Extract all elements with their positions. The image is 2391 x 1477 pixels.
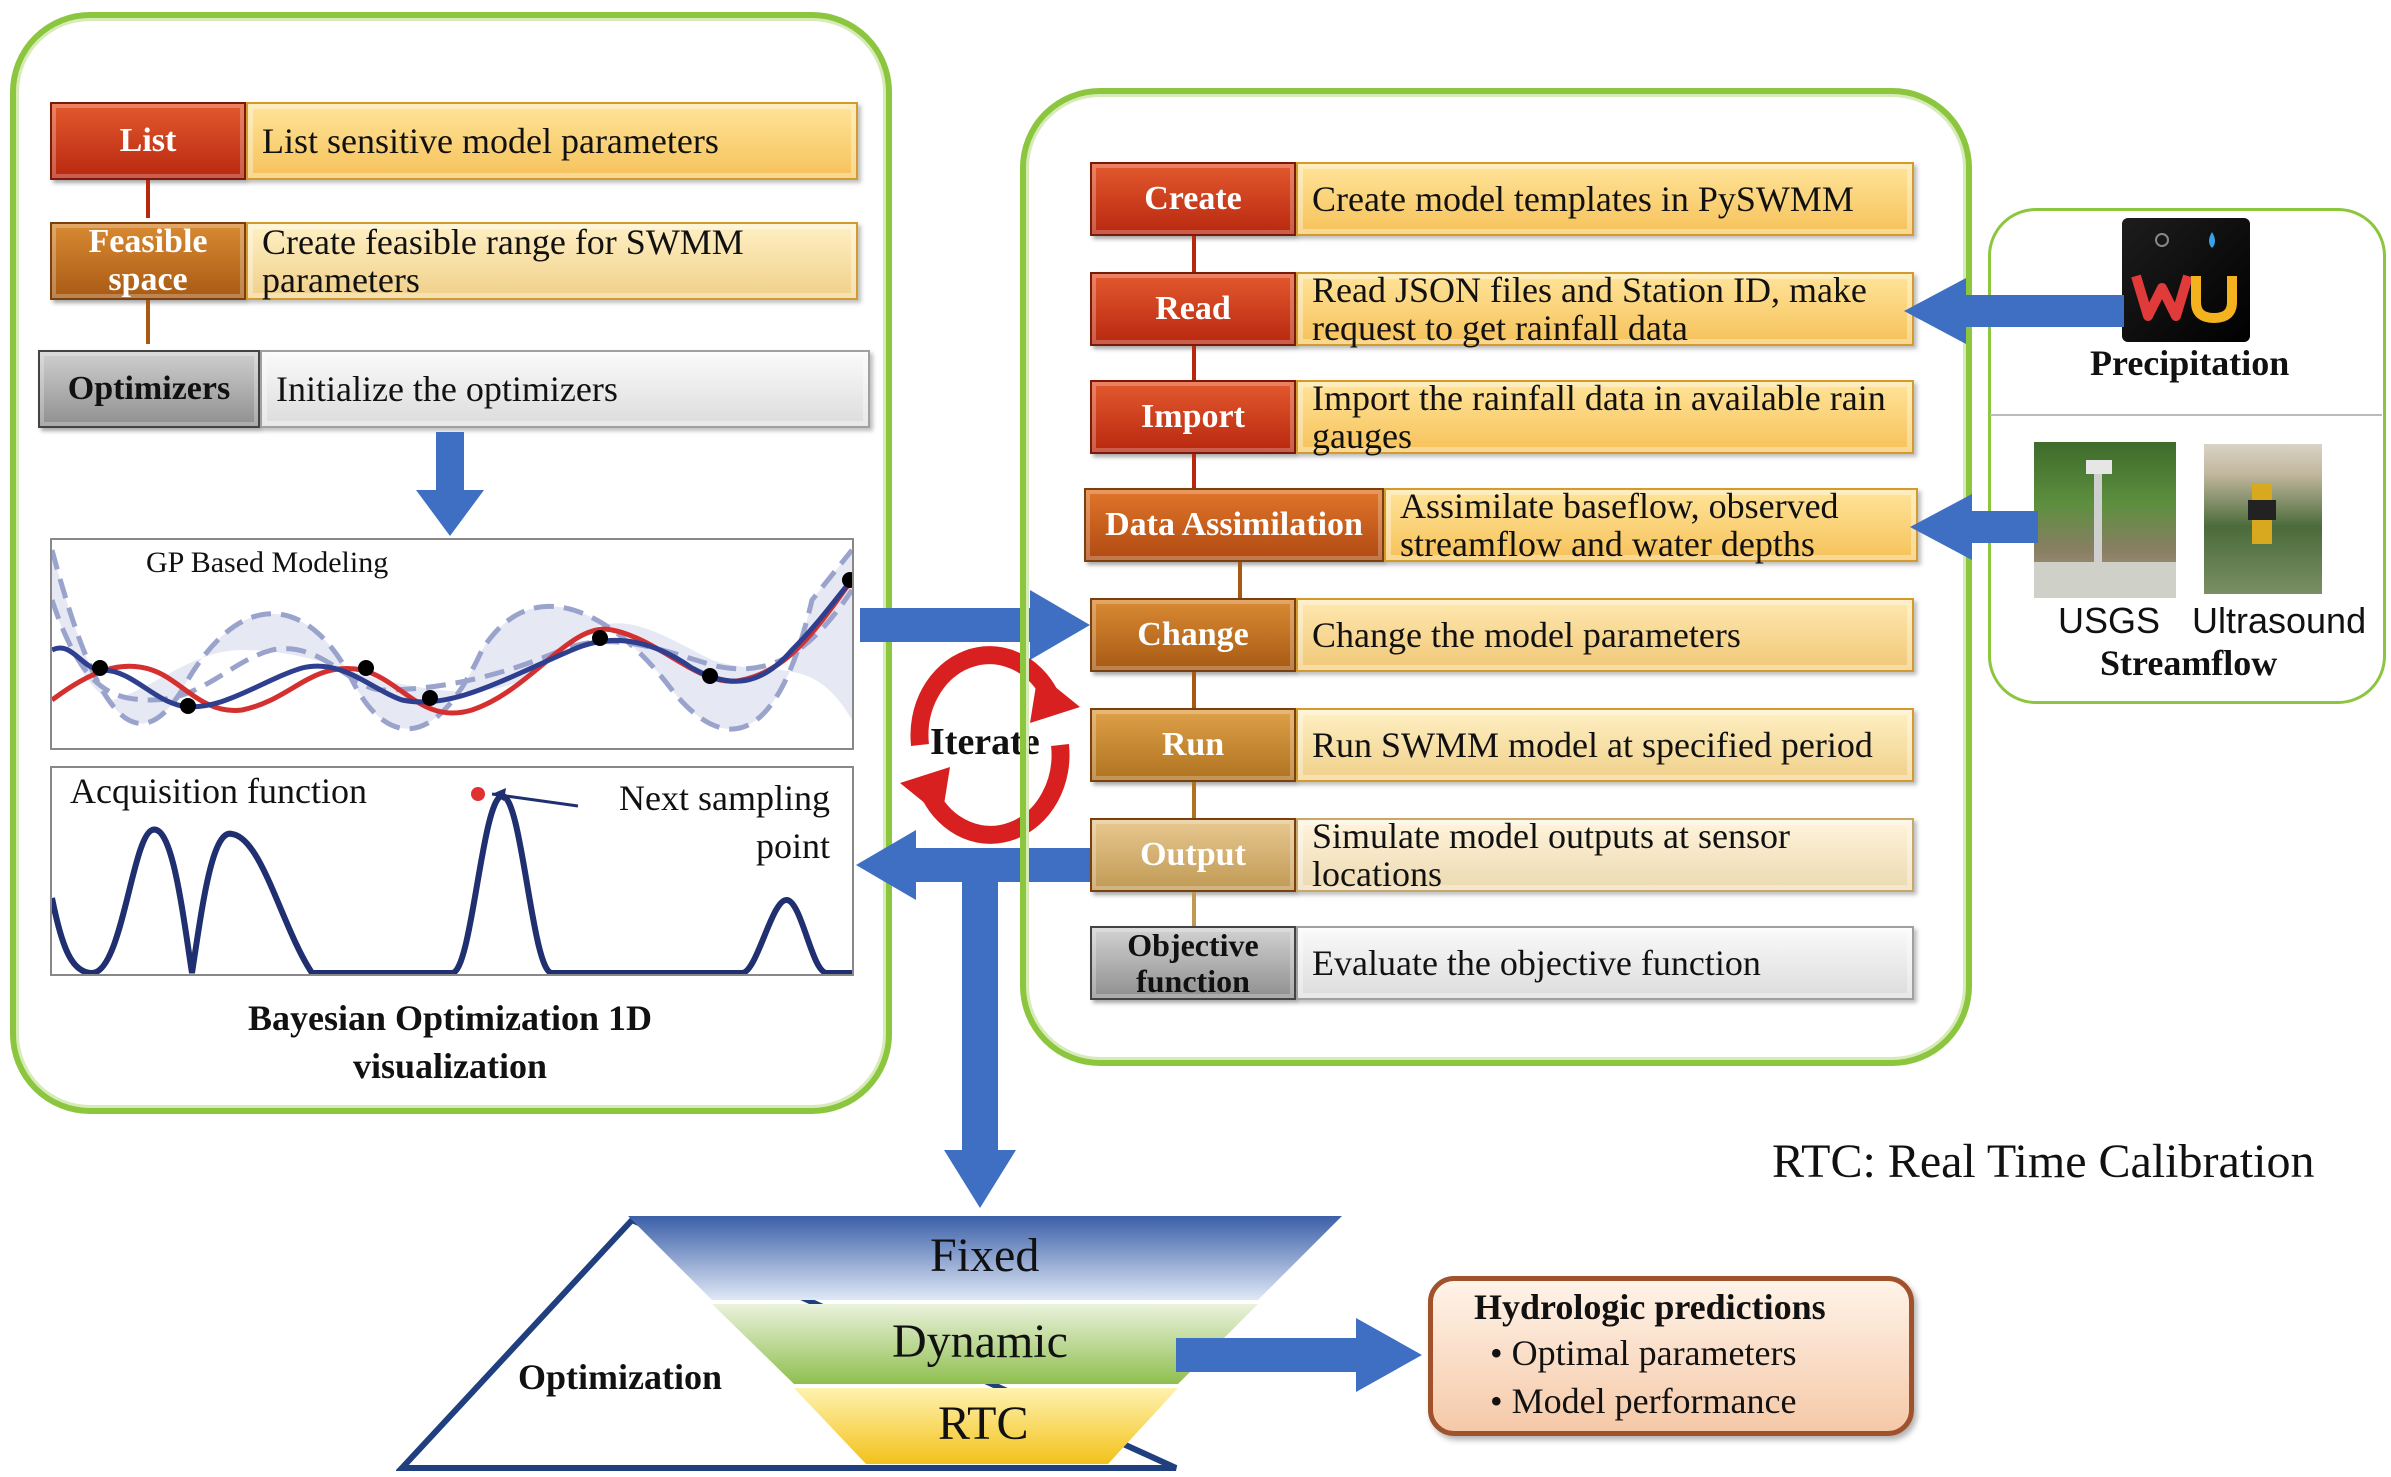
arrow-left-icon — [1904, 278, 2124, 344]
bayesian-optimization-panel — [10, 12, 892, 1114]
step-desc: Assimilate baseflow, observed streamflow… — [1384, 487, 1918, 563]
hydrologic-predictions-box — [1428, 1276, 1914, 1436]
step-create: Create Create model templates in PySWMM — [1090, 162, 1914, 236]
step-desc: Run SWMM model at specified period — [1296, 708, 1914, 782]
step-run: Run Run SWMM model at specified period — [1090, 708, 1914, 782]
step-feasible-space: Feasible space Create feasible range for… — [50, 222, 858, 300]
step-import: Import Import the rainfall data in avail… — [1090, 379, 1914, 455]
arrow-left-icon — [1910, 494, 2038, 560]
step-key: Data Assimilation — [1084, 488, 1384, 562]
step-desc: Read JSON files and Station ID, make req… — [1296, 271, 1914, 347]
step-output: Output Simulate model outputs at sensor … — [1090, 817, 1914, 893]
data-sources-panel — [1988, 208, 2386, 704]
precipitation-label: Precipitation — [2090, 343, 2290, 383]
gp-modeling-plot — [49, 538, 858, 750]
pyramid-level-fixed: Fixed — [930, 1229, 1040, 1282]
step-key: Create — [1090, 162, 1296, 236]
arrow-down-icon — [1192, 892, 1196, 926]
usgs-gauge-photo — [2034, 442, 2176, 598]
pyramid-level-rtc: RTC — [938, 1397, 1029, 1450]
step-read: Read Read JSON files and Station ID, mak… — [1090, 271, 1914, 347]
arrow-down-icon — [1192, 672, 1196, 708]
step-key: Feasible space — [50, 222, 246, 300]
step-list: List List sensitive model parameters — [50, 102, 858, 180]
step-desc: Evaluate the objective function — [1296, 926, 1914, 1000]
gp-modeling-label: GP Based Modeling — [146, 546, 389, 579]
arrow-left-icon — [856, 830, 1096, 900]
weather-underground-logo — [2122, 218, 2250, 342]
arrow-down-icon — [146, 180, 150, 218]
step-key: Import — [1090, 380, 1296, 454]
step-data-assimilation: Data Assimilation Assimilate baseflow, o… — [1084, 487, 1918, 563]
step-desc: Import the rainfall data in available ra… — [1296, 379, 1914, 455]
streamflow-label: Streamflow — [2100, 643, 2278, 683]
acquisition-function-plot — [49, 766, 854, 977]
step-desc: List sensitive model parameters — [246, 102, 858, 180]
ultrasound-label: Ultrasound — [2192, 600, 2367, 641]
arrow-right-icon — [1176, 1318, 1422, 1392]
predictions-item: • Model performance — [1490, 1381, 1797, 1421]
divider — [1990, 414, 2382, 416]
swmm-workflow-panel — [1020, 88, 1972, 1066]
step-key: Read — [1090, 272, 1296, 346]
predictions-item-text: Model performance — [1511, 1381, 1797, 1421]
step-optimizers: Optimizers Initialize the optimizers — [38, 350, 870, 428]
arrow-down-icon — [1192, 346, 1196, 380]
optimization-pyramid — [396, 1216, 1342, 1471]
arrow-down-icon — [944, 880, 1016, 1208]
step-change: Change Change the model parameters — [1090, 598, 1914, 672]
predictions-item-text: Optimal parameters — [1511, 1333, 1797, 1373]
next-sampling-point-label: Next sampling point — [619, 778, 830, 866]
arrow-down-icon — [146, 300, 150, 344]
step-key: List — [50, 102, 246, 180]
arrow-down-icon — [1192, 782, 1196, 818]
step-key: Change — [1090, 598, 1296, 672]
bayesian-caption: Bayesian Optimization 1D visualization — [247, 998, 652, 1086]
pyramid-level-dynamic: Dynamic — [892, 1315, 1068, 1368]
arrow-right-icon — [860, 590, 1090, 660]
predictions-title: Hydrologic predictions — [1474, 1287, 1826, 1327]
step-desc: Simulate model outputs at sensor locatio… — [1296, 817, 1914, 893]
rtc-note: RTC: Real Time Calibration — [1772, 1135, 2315, 1188]
step-desc: Create feasible range for SWMM parameter… — [246, 222, 858, 300]
step-key: Run — [1090, 708, 1296, 782]
step-key: Output — [1090, 818, 1296, 892]
iterate-cycle-icon — [900, 646, 1080, 844]
step-desc: Initialize the optimizers — [260, 350, 870, 428]
optimization-label: Optimization — [518, 1357, 722, 1397]
step-desc: Change the model parameters — [1296, 598, 1914, 672]
step-key: Objective function — [1090, 926, 1296, 1000]
arrow-down-icon — [416, 432, 484, 536]
acquisition-function-label: Acquisition function — [70, 771, 367, 811]
arrow-down-icon — [1192, 454, 1196, 488]
usgs-label: USGS — [2058, 600, 2161, 641]
step-key: Optimizers — [38, 350, 260, 428]
arrow-down-icon — [1238, 562, 1242, 598]
predictions-item: • Optimal parameters — [1490, 1333, 1797, 1373]
step-desc: Create model templates in PySWMM — [1296, 162, 1914, 236]
step-objective-function: Objective function Evaluate the objectiv… — [1090, 926, 1914, 1000]
gp-curve-graphic — [49, 548, 858, 732]
ultrasound-sensor-photo — [2204, 444, 2322, 594]
arrow-down-icon — [1192, 236, 1196, 272]
acquisition-curve-graphic — [49, 787, 852, 977]
